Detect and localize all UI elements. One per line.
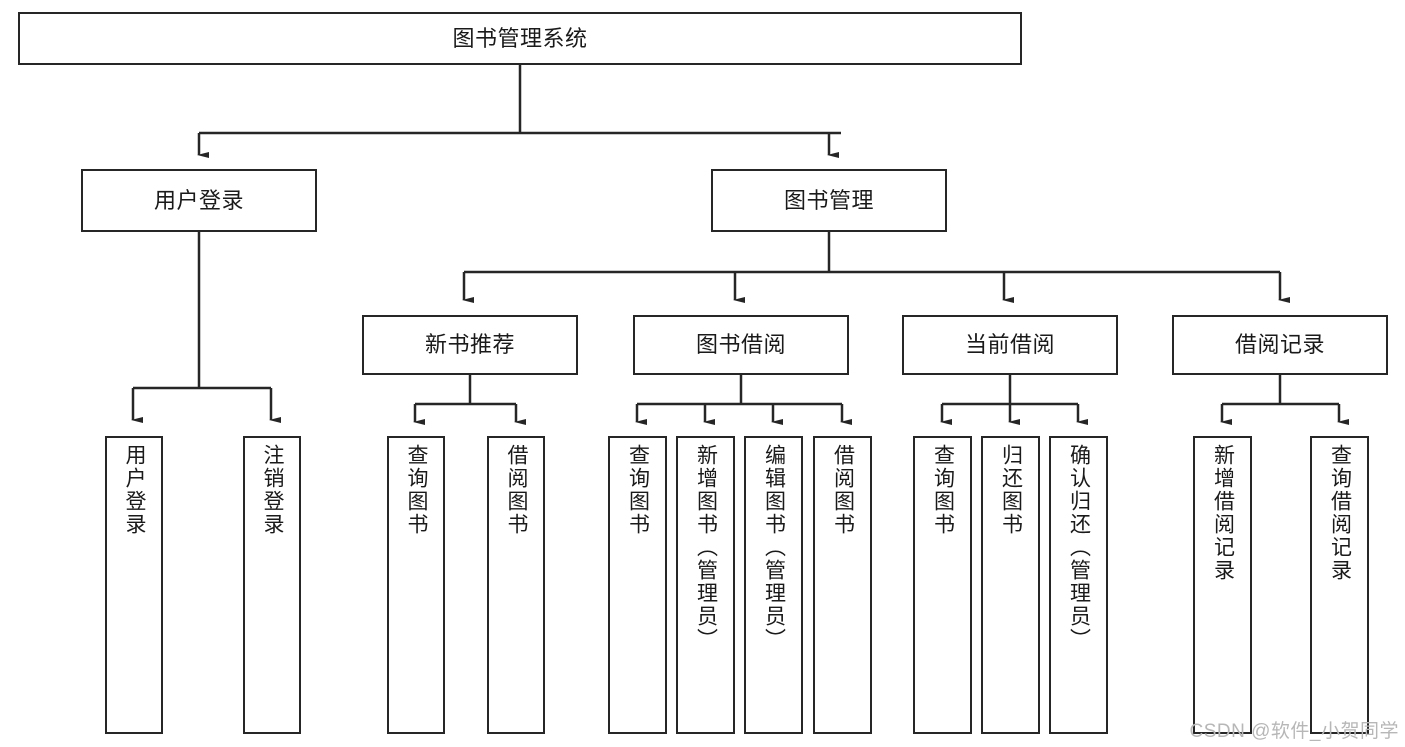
node-leaf-borrow-book-1[interactable]: 借阅图书 [487,436,545,734]
node-label: 图书管理 [783,187,874,213]
node-label: 新增借阅记录 [1211,444,1235,582]
node-leaf-add-record[interactable]: 新增借阅记录 [1193,436,1252,734]
node-leaf-edit-book[interactable]: 编辑图书（管理员） [744,436,803,734]
node-leaf-query-book-3[interactable]: 查询图书 [913,436,972,734]
node-label: 新增图书（管理员） [694,444,718,651]
node-leaf-query-book-2[interactable]: 查询图书 [608,436,667,734]
node-leaf-add-book[interactable]: 新增图书（管理员） [676,436,735,734]
node-label: 图书管理系统 [452,25,588,51]
node-user-login[interactable]: 用户登录 [81,169,317,232]
node-book-manage[interactable]: 图书管理 [711,169,947,232]
watermark-text: CSDN @软件_小贺同学 [1189,721,1399,742]
node-current-borrow[interactable]: 当前借阅 [902,315,1118,375]
node-label: 确认归还（管理员） [1067,444,1091,651]
node-label: 查询借阅记录 [1328,444,1352,582]
node-label: 当前借阅 [964,332,1055,358]
node-leaf-confirm-return[interactable]: 确认归还（管理员） [1049,436,1108,734]
node-root-system[interactable]: 图书管理系统 [18,12,1022,65]
node-label: 借阅图书 [831,444,855,536]
node-label: 查询图书 [931,444,955,536]
node-book-borrow[interactable]: 图书借阅 [633,315,849,375]
node-new-book-recommend[interactable]: 新书推荐 [362,315,578,375]
node-leaf-user-login[interactable]: 用户登录 [105,436,163,734]
node-leaf-logout-login[interactable]: 注销登录 [243,436,301,734]
node-leaf-return-book[interactable]: 归还图书 [981,436,1040,734]
node-label: 编辑图书（管理员） [762,444,786,651]
node-label: 借阅图书 [505,444,529,536]
node-label: 借阅记录 [1234,332,1325,358]
node-leaf-query-record[interactable]: 查询借阅记录 [1310,436,1369,734]
node-label: 用户登录 [153,187,244,213]
node-label: 注销登录 [261,444,285,536]
node-leaf-borrow-book-2[interactable]: 借阅图书 [813,436,872,734]
node-label: 用户登录 [123,444,147,536]
node-label: 图书借阅 [695,332,786,358]
node-label: 查询图书 [405,444,429,536]
node-borrow-record[interactable]: 借阅记录 [1172,315,1388,375]
node-label: 新书推荐 [424,332,515,358]
node-label: 查询图书 [626,444,650,536]
node-leaf-query-book-1[interactable]: 查询图书 [387,436,445,734]
node-label: 归还图书 [999,444,1023,536]
